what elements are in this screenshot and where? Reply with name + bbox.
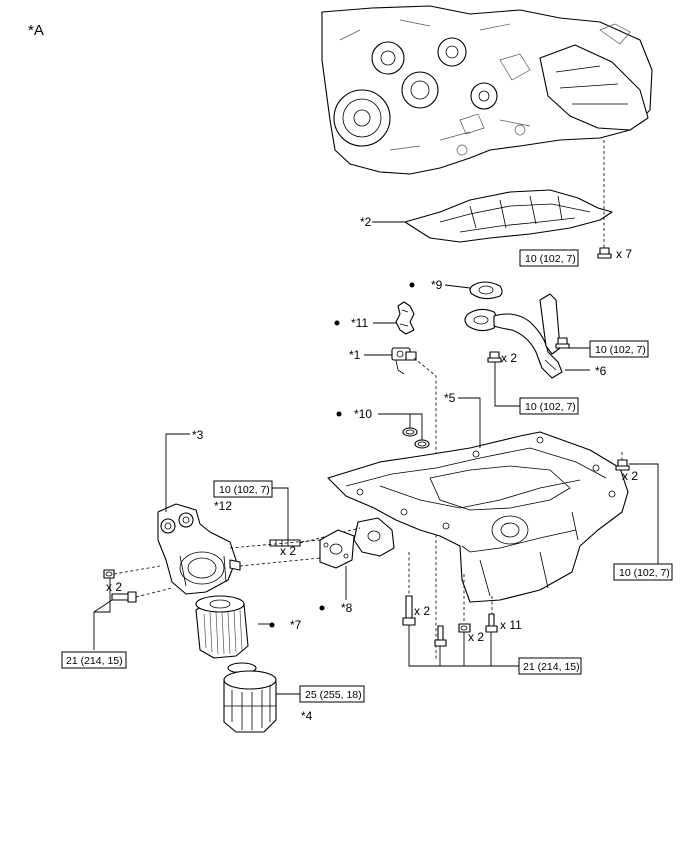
torque-box-pan-corner xyxy=(613,563,673,581)
label-part-3: *3 xyxy=(192,428,204,442)
torque-box-strainer-a xyxy=(519,397,579,415)
part-3-oil-filter-bracket xyxy=(157,503,241,595)
strainer-bolt-a xyxy=(487,351,502,363)
qty-stud-bolts: x 2 xyxy=(280,544,296,558)
qty-pan-corner-bolts: x 2 xyxy=(622,469,638,483)
label-part-4: *4 xyxy=(301,709,313,723)
new-part-bullet-11 xyxy=(334,320,340,326)
pan-nut xyxy=(458,623,471,633)
label-part-11: *11 xyxy=(351,316,368,330)
bracket-nut xyxy=(103,569,115,579)
part-11-clip xyxy=(395,301,415,335)
dashed-line-bolt xyxy=(135,587,173,598)
torque-box-cover xyxy=(519,249,579,267)
dashed-line-stud xyxy=(299,527,361,544)
leader-12 xyxy=(272,487,289,540)
leader-9 xyxy=(444,284,471,289)
pan-corner-bolt xyxy=(615,459,630,471)
leader-pan-bolts xyxy=(408,625,519,667)
cover-bolt xyxy=(597,247,612,259)
part-1-oil-level-sensor xyxy=(391,347,417,375)
dashed-line-sensor xyxy=(413,357,437,660)
qty-pan-bolts: x 11 xyxy=(500,618,522,632)
qty-pan-nuts: x 2 xyxy=(468,630,484,644)
torque-box-filter-cap xyxy=(299,685,365,703)
torque-strainer-a: 10 (102, 7) xyxy=(525,401,576,413)
torque-strainer-b: 10 (102, 7) xyxy=(595,344,646,356)
pan-bolt-b xyxy=(434,625,447,647)
label-part-10: *10 xyxy=(354,407,372,421)
view-label: *A xyxy=(28,22,44,39)
leader-3 xyxy=(165,433,190,512)
part-10-o-rings xyxy=(402,427,430,449)
part-7-oil-filter-element xyxy=(195,595,249,659)
label-part-1: *1 xyxy=(349,348,361,362)
label-part-7: *7 xyxy=(290,618,302,632)
torque-pan-corner: 10 (102, 7) xyxy=(619,567,670,579)
dashed-lines-pan-bolts xyxy=(408,552,493,624)
torque-box-strainer-b xyxy=(589,340,649,358)
leader-bracket-bolt xyxy=(93,599,113,613)
torque-stud: 10 (102, 7) xyxy=(219,484,270,496)
dashed-line-bracket xyxy=(229,539,321,567)
qty-cover-bolts: x 7 xyxy=(616,247,632,261)
label-part-5: *5 xyxy=(444,391,456,405)
part-4-oil-filter-cap xyxy=(223,662,277,733)
leader-5 xyxy=(458,397,481,448)
part-8-gasket xyxy=(319,529,355,569)
leader-10 xyxy=(378,413,411,428)
qty-strainer-bolts: x 2 xyxy=(501,351,517,365)
label-part-6: *6 xyxy=(595,364,607,378)
label-part-8: *8 xyxy=(341,601,353,615)
torque-pan-bolts: 21 (214, 15) xyxy=(523,661,580,673)
torque-bracket: 21 (214, 15) xyxy=(66,655,123,667)
new-part-bullet-7 xyxy=(269,622,275,628)
torque-filter-cap: 25 (255, 18) xyxy=(305,689,362,701)
part-6-oil-strainer xyxy=(464,293,563,379)
leader-corner-bolt xyxy=(629,463,659,566)
qty-bracket-nuts: x 2 xyxy=(106,580,122,594)
qty-pan-long-bolts: x 2 xyxy=(414,604,430,618)
part-9-gasket xyxy=(469,281,503,300)
part-5-oil-pan xyxy=(327,431,629,603)
new-part-bullet-10 xyxy=(336,411,342,417)
leader-strainer-bolt-a xyxy=(494,362,520,407)
torque-box-stud xyxy=(213,480,273,498)
leader-bracket-fastener xyxy=(93,578,111,650)
torque-box-bracket xyxy=(61,651,127,669)
strainer-bolt-b xyxy=(555,337,570,349)
leader-10b xyxy=(410,413,423,440)
label-part-9: *9 xyxy=(431,278,443,292)
label-part-12: *12 xyxy=(214,499,232,513)
engine-block xyxy=(321,5,653,175)
label-part-2: *2 xyxy=(360,215,372,229)
new-part-bullet-8 xyxy=(319,605,325,611)
new-part-bullet-9 xyxy=(409,282,415,288)
dashed-line-nut xyxy=(113,565,161,575)
part-2-engine-under-cover xyxy=(404,189,613,243)
torque-box-pan-bolts xyxy=(518,657,582,675)
torque-cover: 10 (102, 7) xyxy=(525,253,576,265)
pan-bolt-c xyxy=(485,613,498,633)
